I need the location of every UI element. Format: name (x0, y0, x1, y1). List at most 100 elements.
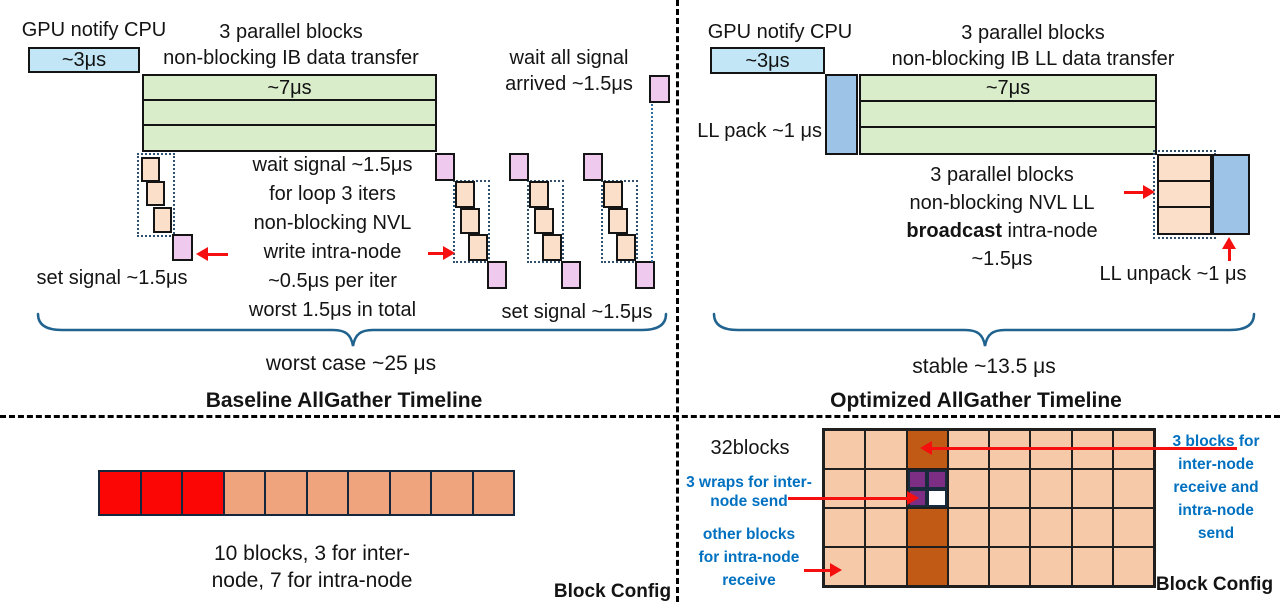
baseline-gpu-notify-label: GPU notify CPU (21, 19, 167, 41)
baseline-ib-header: 3 parallel blocks non-blocking IB data t… (163, 21, 419, 69)
ib-block-row-1: ~7μs (144, 76, 435, 101)
set-signal-box-4 (635, 261, 655, 289)
nvl-broadcast-blocks (1157, 154, 1212, 235)
nvl-write-step3-4 (616, 234, 636, 261)
grid-count-label: 32blocks (710, 437, 790, 459)
nvl-write-step2-2 (460, 208, 480, 234)
grid-cell-r4c3 (906, 547, 948, 586)
inter-node-block (100, 472, 142, 514)
intra-node-block (307, 472, 349, 514)
optimized-title: Optimized AllGather Timeline (830, 389, 1122, 412)
nvl-write-step3-1 (153, 207, 172, 233)
baseline-block-config-caption: 10 blocks, 3 for inter- node, 7 for intr… (211, 542, 413, 592)
staircase-dotted-outline-1 (137, 153, 175, 237)
nvl-write-step2-3 (534, 208, 554, 234)
optimized-brace (712, 312, 1256, 347)
nvl-block-row-1 (1159, 156, 1210, 182)
optimized-ib-transfer-blocks: ~7μs (859, 74, 1157, 155)
red-arrow-right-icon (428, 245, 455, 261)
wait-signal-box-3 (509, 153, 529, 181)
baseline-ib-transfer-blocks: ~7μs (142, 74, 437, 152)
grid-cell-r1c4 (947, 430, 989, 469)
grid-wraps-label: 3 wraps for inter- node send (686, 474, 812, 510)
baseline-set-signal-left-label: set signal ~1.5μs (36, 267, 188, 289)
grid-cell-r3c3 (906, 508, 948, 547)
baseline-loop-annotation: wait signal ~1.5μs for loop 3 iters non-… (248, 154, 417, 321)
optimized-block-config-label: Block Config (1155, 574, 1274, 595)
baseline-brace-label: worst case ~25 μs (265, 352, 437, 375)
grid-cell-r4c4 (947, 547, 989, 586)
grid-cell-r2c8 (1112, 469, 1154, 508)
set-signal-box-1 (172, 234, 193, 261)
optimized-cpu-duration: ~3μs (745, 50, 790, 72)
optimized-ib-header: 3 parallel blocks non-blocking IB LL dat… (891, 22, 1175, 70)
grid-cell-r3c6 (1030, 508, 1072, 547)
intra-node-block (390, 472, 432, 514)
set-signal-box-2 (487, 261, 507, 289)
nvl-annotation-line3: broadcast intra-node (906, 220, 1097, 242)
ll-pack-box (825, 74, 858, 155)
baseline-block-config-row (98, 470, 515, 516)
grid-cell-r4c6 (1030, 547, 1072, 586)
baseline-cpu-notify-box: ~3μs (28, 47, 140, 73)
grid-cell-r4c7 (1071, 547, 1113, 586)
optimized-cpu-notify-box: ~3μs (710, 47, 825, 74)
nvl-write-step1-3 (529, 181, 549, 208)
grid-subcell-4 (927, 488, 947, 507)
optimized-brace-label: stable ~13.5 μs (912, 355, 1056, 378)
red-arrow-left-icon (196, 246, 228, 262)
grid-subcell-1 (907, 470, 928, 489)
grid-other-label: other blocks for intra-node receive (698, 526, 800, 589)
nvl-write-step3-3 (542, 234, 562, 261)
nvl-block-row-3 (1159, 208, 1210, 233)
nvl-broadcast-bold: broadcast (906, 220, 1002, 242)
grid-cell-r3c1 (824, 508, 866, 547)
red-arrow-nvl-icon (1124, 184, 1155, 200)
intra-node-block (473, 472, 513, 514)
nvl-line3-rest: intra-node (1001, 220, 1098, 242)
grid-cell-r3c8 (1112, 508, 1154, 547)
grid-cell-r1c2 (865, 430, 907, 469)
baseline-brace (36, 312, 668, 347)
wait-signal-box-4 (583, 153, 603, 181)
grid-cell-r3c7 (1071, 508, 1113, 547)
ll-pack-label: LL pack ~1 μs (697, 120, 822, 142)
red-arrow-wraps-icon (788, 490, 919, 506)
intra-node-block (432, 472, 474, 514)
set-signal-box-3 (561, 261, 581, 289)
optimized-nvl-annotation: 3 parallel blocks non-blocking NVL LL br… (871, 161, 1133, 273)
nvl-annotation-line4: ~1.5μs (971, 248, 1033, 270)
baseline-wait-all-signal-box (649, 75, 670, 103)
ib-ll-block-row-2 (861, 102, 1155, 128)
optimized-ib-duration: ~7μs (985, 77, 1031, 99)
wait-signal-box-2 (435, 153, 455, 181)
ib-ll-block-row-3 (861, 128, 1155, 153)
grid-cell-r3c5 (989, 508, 1031, 547)
signal-dotted-line (651, 104, 653, 262)
ib-block-row-2 (144, 101, 435, 126)
nvl-write-step1-1 (141, 157, 160, 182)
grid-subcell-2 (927, 470, 947, 489)
nvl-write-step2-1 (146, 181, 165, 206)
grid-cell-r4c5 (989, 547, 1031, 586)
baseline-set-signal-mid-label: set signal ~1.5μs (501, 301, 653, 323)
nvl-write-step2-4 (608, 208, 628, 234)
grid-cell-r1c5 (989, 430, 1031, 469)
red-arrow-grid-top-icon (920, 440, 1237, 456)
grid-cell-r2c2 (865, 469, 907, 508)
grid-cell-r3c2 (865, 508, 907, 547)
optimized-gpu-notify-label: GPU notify CPU (707, 21, 853, 43)
grid-cell-r4c2 (865, 547, 907, 586)
ib-ll-block-row-1: ~7μs (861, 76, 1155, 102)
inter-node-block (141, 472, 183, 514)
nvl-write-step1-2 (455, 181, 475, 208)
nvl-annotation-line2: non-blocking NVL LL (909, 192, 1095, 214)
intra-node-block (266, 472, 308, 514)
grid-cell-r1c7 (1071, 430, 1113, 469)
grid-cell-r2c5 (989, 469, 1031, 508)
red-arrow-up-icon (1222, 237, 1236, 261)
grid-cell-r1c1 (824, 430, 866, 469)
nvl-write-step3-2 (468, 234, 488, 261)
grid-cell-r3c4 (947, 508, 989, 547)
baseline-block-config-label: Block Config (553, 581, 672, 602)
